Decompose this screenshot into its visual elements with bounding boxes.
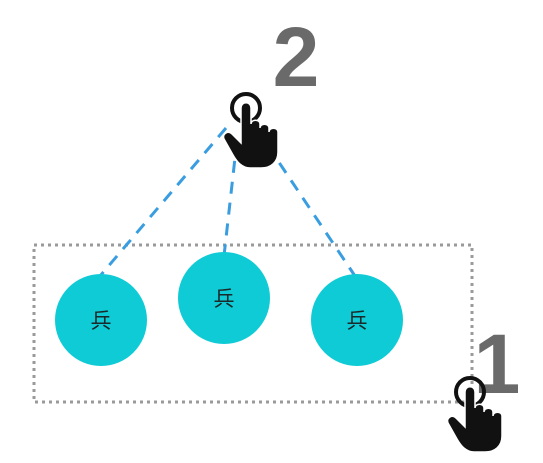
hand-shape xyxy=(222,102,279,169)
selection-box xyxy=(32,243,474,404)
unit-circle xyxy=(55,274,147,366)
unit: 兵 xyxy=(178,252,270,344)
unit-label: 兵 xyxy=(347,309,368,333)
step-number-2: 2 xyxy=(273,10,320,104)
unit-label: 兵 xyxy=(214,287,235,311)
hand-shape xyxy=(446,386,503,453)
hand-pointer-icon xyxy=(222,92,279,169)
unit: 兵 xyxy=(311,274,403,366)
hand-pointer-icon xyxy=(446,376,503,453)
unit-circle xyxy=(178,252,270,344)
unit-circle xyxy=(311,274,403,366)
order-line-left xyxy=(98,127,228,277)
unit-label: 兵 xyxy=(91,309,112,333)
unit: 兵 xyxy=(55,274,147,366)
step-number-1: 1 xyxy=(474,317,521,411)
